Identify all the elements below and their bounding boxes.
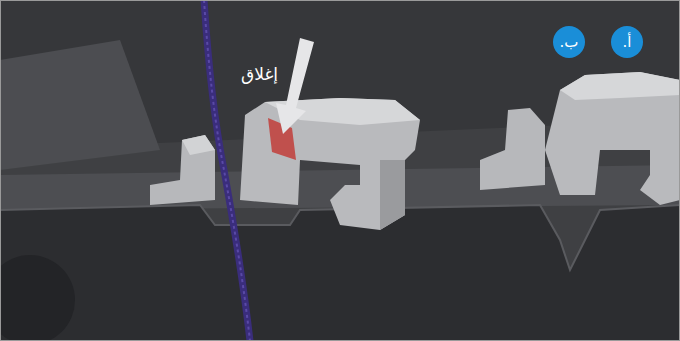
locking-clip <box>545 72 680 205</box>
badge-letter: أ. <box>623 35 632 50</box>
pointer-arrow <box>276 38 314 134</box>
front-face <box>0 205 680 341</box>
clip-post-top <box>182 135 215 155</box>
cord <box>204 0 250 341</box>
cord-twist <box>204 0 250 341</box>
part-label: إغلاق <box>241 64 278 84</box>
step-badge: ب. <box>553 26 585 58</box>
locking-clip <box>240 98 420 230</box>
clip-arm-top <box>560 72 680 100</box>
clip-post <box>150 135 215 205</box>
side-surface <box>0 40 160 170</box>
clip-arm-shade <box>380 160 405 230</box>
badge-letter: ب. <box>560 35 579 50</box>
clip-post <box>480 108 545 190</box>
round-end <box>0 255 75 341</box>
step-badge: أ. <box>611 26 643 58</box>
